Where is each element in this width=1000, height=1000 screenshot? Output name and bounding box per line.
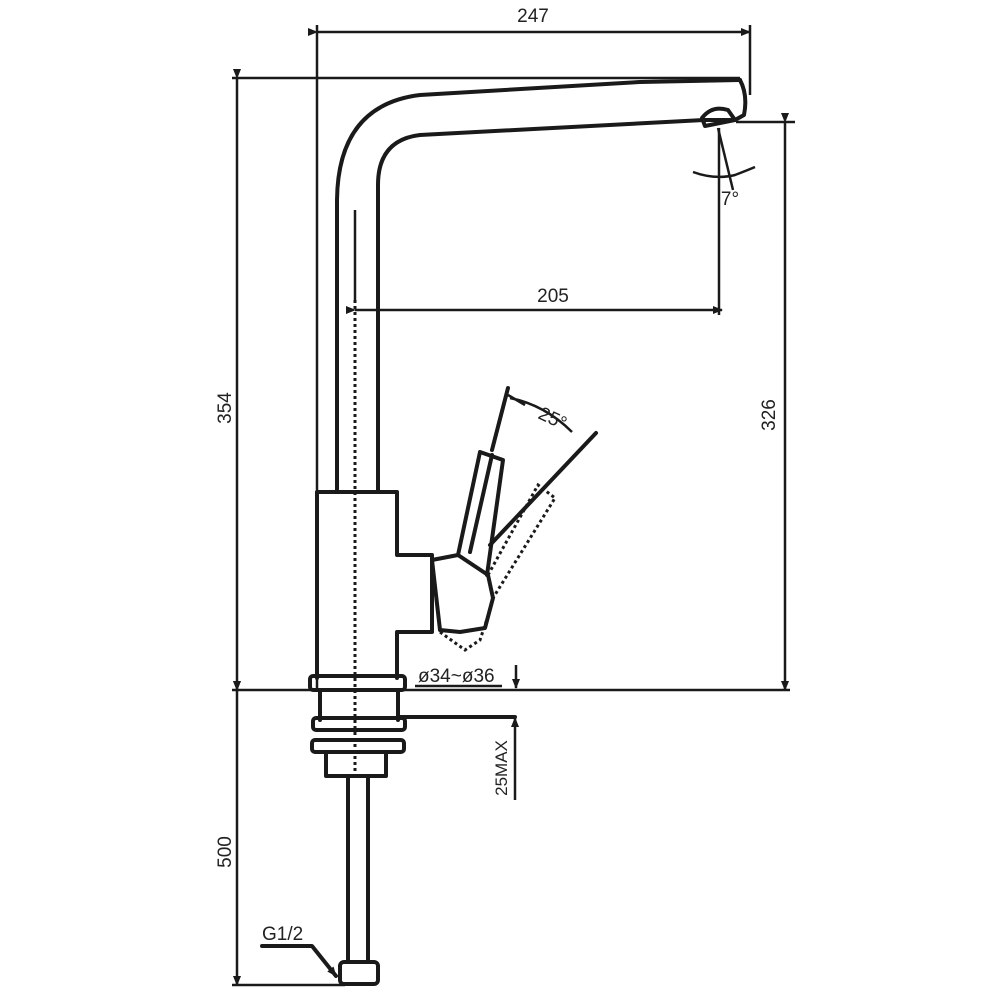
dim-spout-height: 326 <box>736 113 795 691</box>
faucet-body <box>315 490 434 680</box>
dim-hole-diameter: ø34~ø36 <box>415 665 520 689</box>
dim-label-247: 247 <box>517 6 549 27</box>
dim-label-326: 326 <box>759 399 780 431</box>
base-and-mount <box>232 674 790 986</box>
dim-label-354: 354 <box>215 392 236 424</box>
dim-max-thickness: 25MAX <box>492 717 519 800</box>
dim-hose-length: 500 <box>215 681 345 987</box>
connection-label: G1/2 <box>260 924 338 978</box>
dim-label-7deg: 7° <box>721 189 739 210</box>
dim-spout-reach: 205 <box>346 128 723 315</box>
spout <box>232 76 748 690</box>
dim-label-hole: ø34~ø36 <box>418 666 495 687</box>
lever-handle: 25° <box>430 386 598 652</box>
connection-g12: G1/2 <box>262 924 303 945</box>
dim-label-500: 500 <box>215 836 236 868</box>
dim-label-205: 205 <box>537 286 569 307</box>
dim-spout-tilt: 7° <box>692 127 756 210</box>
dim-label-25max: 25MAX <box>492 740 511 796</box>
dim-overall-height: 354 <box>215 69 241 691</box>
